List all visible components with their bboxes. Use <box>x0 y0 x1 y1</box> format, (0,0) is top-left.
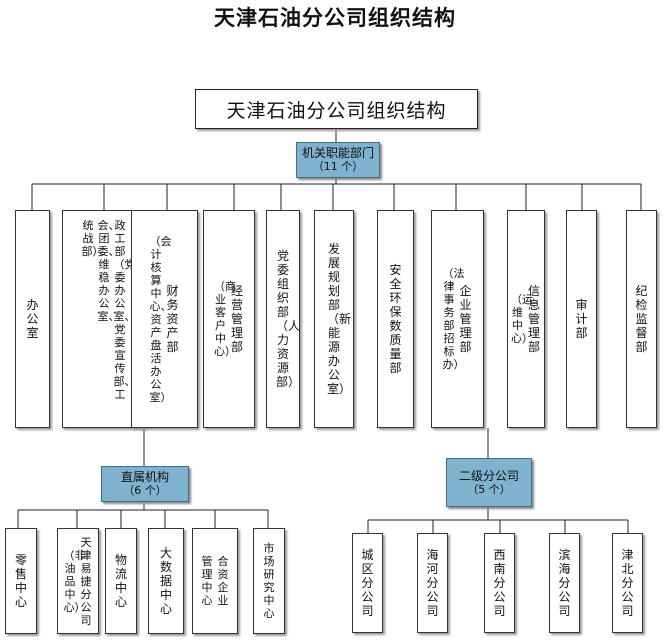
unit-logistics-center: 物流中心 <box>105 528 137 634</box>
dept-development-planning: 发展规划部（新能源办公室） <box>314 210 354 428</box>
unit-big-data-center: 大数据中心 <box>148 528 184 634</box>
dept-line: 党委组织部（人力资源部） <box>276 249 301 389</box>
unit-line: 市场研究中心 <box>263 542 275 620</box>
dept-finance: 财务资产部 （会计核算中心、资产盘活办公室） <box>131 210 198 428</box>
dept-line: 经营管理部 <box>230 284 243 354</box>
branch-line: 滨海分公司 <box>558 548 571 618</box>
dept-line: 企业管理部 <box>459 284 472 354</box>
dept-line: 统战部） <box>81 219 104 258</box>
dept-line: 发展规划部（新能源办公室） <box>327 242 352 396</box>
unit-line: 物流中心 <box>114 553 127 609</box>
dept-safety-environment: 安全环保数质量部 <box>377 210 414 428</box>
dept-line: 纪检监督部 <box>635 284 648 354</box>
branches-group-box: 二级分公司 （5 个） <box>446 458 532 507</box>
branch-line: 海河分公司 <box>426 548 439 618</box>
branch-xinan: 西南分公司 <box>484 533 515 633</box>
functional-group-count: （11 个） <box>312 160 364 173</box>
branch-haihe: 海河分公司 <box>417 533 448 633</box>
unit-easyjoy-branch: 天津易捷分公司 （非油品中心） <box>57 528 99 634</box>
dept-line: 安全环保数质量部 <box>389 263 402 375</box>
dept-office: 办公室 <box>15 210 50 428</box>
page-title: 天津石油分公司组织结构 <box>214 6 456 30</box>
unit-market-research-center: 市场研究中心 <box>253 528 285 634</box>
unit-line: 天津易捷分公司 <box>80 535 92 627</box>
dept-line: 审计部 <box>575 298 588 340</box>
dept-information-management: 信息管理部 （运维中心） <box>507 210 545 428</box>
branch-line: 城区分公司 <box>361 548 374 618</box>
unit-line: 零售中心 <box>14 553 27 609</box>
dept-party-organization: 党委组织部（人力资源部） <box>266 210 300 428</box>
direct-group-count: （6 个） <box>123 484 167 497</box>
branches-group-name: 二级分公司 <box>458 468 519 483</box>
dept-line: （法律事务部 招标办） <box>442 267 465 371</box>
functional-group-name: 机关职能部门 <box>301 146 374 160</box>
dept-line: 财务资产部 <box>166 284 179 354</box>
unit-retail-center: 零售中心 <box>5 528 37 634</box>
dept-line: 办公室 <box>26 298 39 340</box>
branch-binhai: 滨海分公司 <box>549 533 580 633</box>
unit-line: （非油品中心） <box>63 548 86 614</box>
functional-group-box: 机关职能部门 （11 个） <box>296 142 380 178</box>
dept-line: （商业客户中心） <box>214 280 236 358</box>
unit-line: 管理中心 <box>201 555 213 607</box>
direct-group-box: 直属机构 （6 个） <box>101 466 189 502</box>
branch-jinbei: 津北分公司 <box>612 533 643 633</box>
branch-chengqu: 城区分公司 <box>352 533 383 633</box>
dept-line: 政工部（党委办公室、党委宣传部、工 <box>113 219 136 401</box>
branch-line: 津北分公司 <box>621 548 634 618</box>
unit-line: 合资企业 <box>217 555 229 607</box>
dept-line: （会计核算中心、资产盘活办公室） <box>149 234 172 404</box>
branches-group-count: （5 个） <box>467 482 511 496</box>
direct-group-name: 直属机构 <box>120 470 169 484</box>
dept-audit: 审计部 <box>566 210 597 428</box>
branch-line: 西南分公司 <box>493 548 506 618</box>
dept-discipline-supervision: 纪检监督部 <box>626 210 657 428</box>
root-org-box: 天津石油分公司组织结构 <box>195 89 478 129</box>
unit-joint-venture-center: 合资企业 管理中心 <box>192 528 238 634</box>
dept-line: （运维中心） <box>511 293 533 345</box>
dept-line: 会、团委、维稳办公室、 <box>97 219 120 323</box>
dept-line: 信息管理部 <box>527 284 540 354</box>
dept-enterprise-management: 企业管理部 （法律事务部 招标办） <box>431 210 484 428</box>
unit-line: 大数据中心 <box>159 546 172 616</box>
dept-business-management: 经营管理部 （商业客户中心） <box>203 210 255 428</box>
